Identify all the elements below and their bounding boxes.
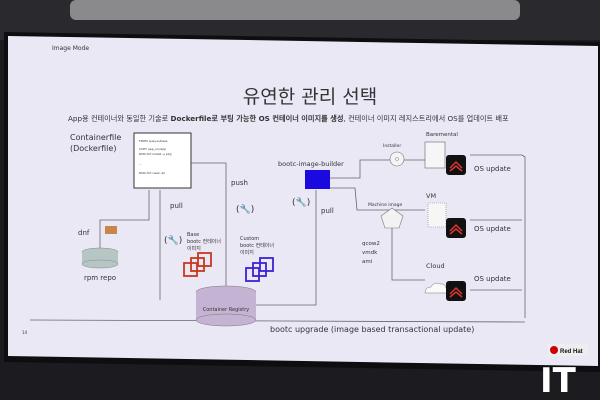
slide-subtitle: App용 컨테이너와 동일한 기술로 Dockerfile로 부팅 가능한 OS… [68, 114, 509, 123]
page-number: 14 [22, 330, 28, 335]
rpm-repo-label: rpm repo [84, 274, 116, 282]
containerfile-label: Containerfile [70, 133, 121, 142]
containerfile-box [133, 132, 192, 189]
format-label: vmdk [362, 250, 378, 256]
disc-icon [389, 151, 405, 167]
registry-label: Container Registry [203, 307, 250, 313]
redhat-logo-bg [548, 344, 588, 356]
wrench-icon: (🔧) [292, 196, 310, 208]
base-image-label: 이미지 [187, 245, 201, 252]
machine-image-icon [380, 207, 404, 229]
pull-label: pull [170, 202, 183, 210]
os-badges [446, 155, 466, 301]
code-line: COPY app_src/app [139, 147, 166, 151]
target-label: VM [426, 192, 436, 200]
section-label: Image Mode [52, 45, 89, 52]
redhat-logo [550, 346, 558, 354]
vm-server-icon [427, 202, 447, 228]
builder-label: bootc-image-builder [278, 160, 344, 168]
machine-image-label: Machine image [368, 202, 403, 208]
rpm-repo-base [81, 259, 119, 269]
custom-image-label: bootc 컨테이너 [240, 242, 274, 249]
installer-label: Installer [383, 143, 401, 149]
server-icon [424, 141, 446, 169]
bootc-logo-icon [446, 218, 466, 238]
code-line: RUN dnf clean all [139, 171, 165, 175]
code-line: ... [139, 162, 142, 166]
code-line: FROM quay.io/base [139, 139, 168, 143]
slide-title: 유연한 관리 선택 [243, 86, 377, 108]
wrench-icon: (🔧) [236, 203, 254, 215]
redhat-wordmark: Red Hat [560, 349, 583, 355]
registry-base [195, 313, 257, 327]
format-label: ami [362, 259, 373, 265]
pull-label-right: pull [321, 207, 334, 215]
bootc-logo-icon [446, 281, 466, 301]
wrench-icon: (🔧) [164, 234, 182, 246]
target-label: Baremental [426, 132, 458, 138]
base-image-label: bootc 컨테이너 [187, 238, 221, 245]
os-update-label: OS update [474, 225, 511, 233]
os-update-label: OS update [474, 275, 511, 283]
format-label: qcow2 [362, 241, 380, 247]
package-icon [105, 226, 117, 234]
base-image-label: Base [187, 232, 199, 238]
bootc-logo-icon [446, 155, 466, 175]
upgrade-label: bootc upgrade (image based transactional… [270, 325, 474, 334]
push-label: push [231, 179, 248, 187]
custom-image-label: Custom [240, 236, 259, 242]
code-line: RUN dnf install -y pkg [139, 152, 172, 156]
base-image-icon [183, 252, 212, 277]
disc-hole [395, 157, 399, 161]
os-update-label: OS update [474, 165, 511, 173]
ceiling-device [70, 0, 520, 20]
custom-image-label: 이미지 [240, 249, 254, 256]
dnf-label: dnf [78, 229, 90, 237]
target-label: Cloud [426, 262, 445, 270]
containerfile-label-sub: (Dockerfile) [70, 144, 116, 153]
builder-box [305, 170, 330, 189]
it-watermark: IT [540, 361, 577, 400]
custom-image-icon [245, 257, 274, 282]
